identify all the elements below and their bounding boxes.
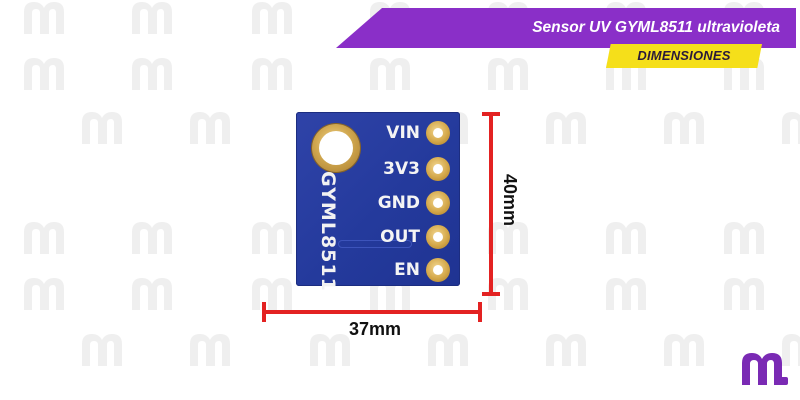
watermark-m-icon: [132, 222, 172, 254]
watermark-m-icon: [664, 334, 704, 366]
height-dimension-label: 40mm: [500, 173, 520, 227]
watermark-m-icon: [724, 278, 764, 310]
width-dimension-cap-right: [478, 302, 482, 322]
solder-pad-icon: [426, 191, 450, 215]
board-trace: [338, 240, 412, 248]
pin-row-3v3: 3V3: [376, 154, 458, 184]
watermark-m-icon: [370, 58, 410, 90]
page-subtitle: DIMENSIONES: [637, 48, 731, 63]
watermark-m-icon: [24, 278, 64, 310]
watermark-m-icon: [190, 334, 230, 366]
pin-label: GND: [377, 193, 420, 213]
height-dimension-cap-top: [482, 112, 500, 116]
page-title: Sensor UV GYML8511 ultravioleta: [532, 19, 780, 36]
height-dimension-cap-bottom: [482, 292, 500, 296]
mounting-hole: [312, 124, 360, 172]
pin-label: EN: [394, 260, 420, 280]
pin-row-vin: VIN: [376, 118, 458, 148]
watermark-m-icon: [546, 112, 586, 144]
brand-logo-icon: [742, 353, 788, 385]
watermark-m-icon: [488, 58, 528, 90]
watermark-m-icon: [24, 2, 64, 34]
pin-row-gnd: GND: [376, 188, 458, 218]
watermark-m-icon: [252, 278, 292, 310]
solder-pad-icon: [426, 121, 450, 145]
board-model-label: GYML8511: [317, 171, 339, 292]
watermark-m-icon: [190, 112, 230, 144]
solder-pad-icon: [426, 157, 450, 181]
watermark-m-icon: [82, 112, 122, 144]
width-dimension-cap-left: [262, 302, 266, 322]
watermark-m-icon: [252, 58, 292, 90]
solder-pad-icon: [426, 258, 450, 282]
watermark-m-icon: [606, 222, 646, 254]
title-banner: [336, 8, 796, 48]
width-dimension-label: 37mm: [348, 319, 402, 339]
pin-label: 3V3: [383, 159, 420, 179]
watermark-m-icon: [252, 222, 292, 254]
watermark-m-icon: [252, 2, 292, 34]
watermark-m-icon: [428, 334, 468, 366]
watermark-m-icon: [24, 58, 64, 90]
watermark-m-icon: [606, 278, 646, 310]
pin-row-out: OUT: [376, 222, 458, 252]
watermark-m-icon: [546, 334, 586, 366]
watermark-m-icon: [132, 58, 172, 90]
watermark-m-icon: [132, 2, 172, 34]
subtitle-banner: [606, 44, 762, 68]
watermark-m-icon: [82, 334, 122, 366]
watermark-m-icon: [24, 222, 64, 254]
width-dimension-line: [264, 310, 480, 314]
watermark-m-icon: [782, 112, 800, 144]
pin-row-en: EN: [376, 255, 458, 285]
pin-label: OUT: [380, 227, 420, 247]
pin-label: VIN: [386, 123, 420, 143]
solder-pad-icon: [426, 225, 450, 249]
watermark-m-icon: [132, 278, 172, 310]
watermark-m-icon: [664, 112, 704, 144]
watermark-m-icon: [724, 222, 764, 254]
height-dimension-line: [489, 114, 493, 294]
